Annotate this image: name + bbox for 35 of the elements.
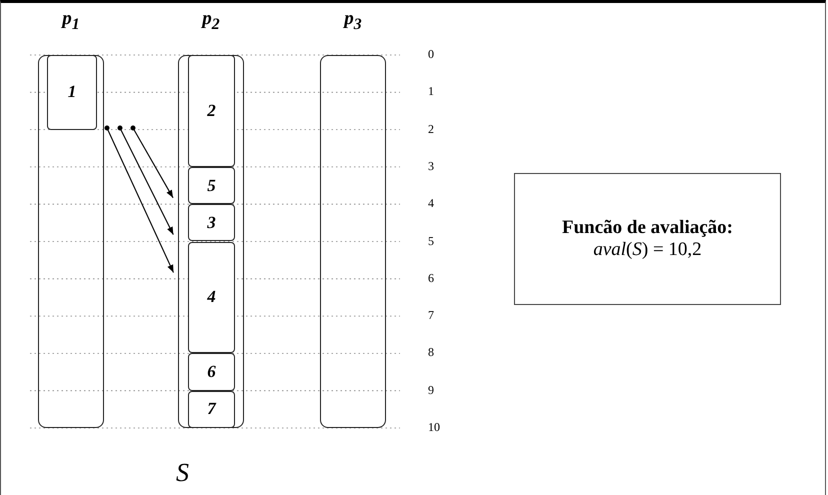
task-number: 4 xyxy=(207,287,216,308)
task-box xyxy=(47,55,97,130)
task-number: 1 xyxy=(68,82,76,102)
task-box xyxy=(188,166,235,204)
evaluation-formula: aval(S) = 10,2 xyxy=(593,239,702,261)
time-tick: 8 xyxy=(428,346,434,358)
processor-heading: p$_{2}$ xyxy=(200,8,221,35)
time-tick: 6 xyxy=(428,272,434,284)
task-number: 2 xyxy=(207,100,216,121)
task-box xyxy=(188,242,235,354)
task-box xyxy=(188,390,235,428)
solution-label: S xyxy=(176,460,189,486)
task-number: 3 xyxy=(207,212,216,233)
arrow xyxy=(130,126,174,198)
time-tick: 5 xyxy=(428,234,434,246)
arrow xyxy=(118,126,174,235)
time-tick: 3 xyxy=(428,160,434,172)
time-tick: 4 xyxy=(428,197,434,210)
time-tick: 1 xyxy=(428,85,434,98)
task-number: 7 xyxy=(207,399,216,420)
task-box xyxy=(188,55,235,167)
time-tick: 0 xyxy=(428,48,434,60)
task-number: 5 xyxy=(207,176,216,196)
time-tick: 10 xyxy=(428,421,440,433)
processor-heading: p$_{3}$ xyxy=(342,8,363,35)
task-box xyxy=(188,204,235,242)
time-tick: 9 xyxy=(428,384,434,396)
processor-heading: p$_{1}$ xyxy=(60,8,81,35)
task-box xyxy=(188,353,235,391)
time-tick: 2 xyxy=(428,122,434,135)
evaluation-title: Funcão de avaliação: xyxy=(562,217,733,239)
time-tick: 7 xyxy=(428,309,434,322)
evaluation-box xyxy=(514,173,781,305)
task-number: 6 xyxy=(207,362,216,382)
arrow xyxy=(104,126,174,273)
